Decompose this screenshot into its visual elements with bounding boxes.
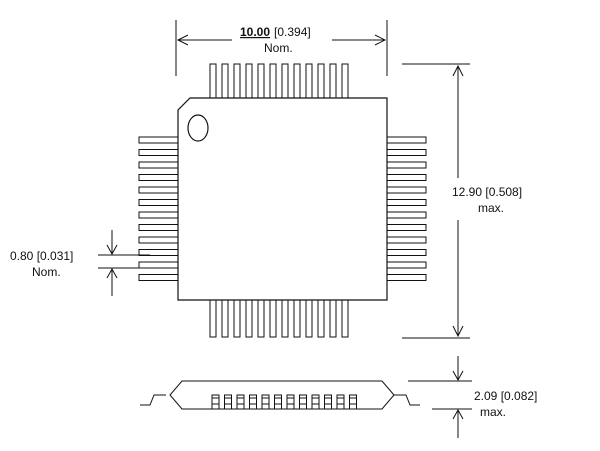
right-pin xyxy=(385,249,427,256)
pitch-value: 0.80 [0.031] xyxy=(10,249,73,263)
thickness-arrow-top xyxy=(452,370,464,382)
width-arrow-right xyxy=(374,34,387,46)
top-pin xyxy=(257,63,265,100)
width-value: 10.00 xyxy=(240,25,270,39)
right-pin xyxy=(385,211,427,219)
left-pin xyxy=(138,186,180,194)
bottom-pin xyxy=(293,298,301,338)
left-pin xyxy=(138,149,180,156)
side-pin-tip xyxy=(261,397,270,405)
bottom-pin xyxy=(209,298,217,338)
right-pin xyxy=(385,174,427,181)
left-pin xyxy=(138,224,180,231)
top-pin xyxy=(281,63,289,100)
side-lead-left xyxy=(140,394,166,406)
right-pin xyxy=(385,149,427,156)
bottom-pin xyxy=(305,298,313,338)
left-pin xyxy=(138,261,180,269)
side-pin-tip xyxy=(274,397,282,405)
top-pin xyxy=(305,63,313,100)
top-pin xyxy=(269,63,277,100)
top-pin xyxy=(221,63,229,100)
width-note: Nom. xyxy=(264,41,293,55)
top-pin xyxy=(293,63,301,100)
side-pin-tip xyxy=(211,397,220,405)
thickness-value: 2.09 [0.082] xyxy=(474,389,537,403)
top-pin xyxy=(341,63,349,100)
right-pin xyxy=(385,199,427,206)
left-pin xyxy=(138,174,180,181)
top-pin xyxy=(317,63,325,100)
thickness-arrow-bottom xyxy=(452,408,464,420)
height-dimension xyxy=(402,63,470,339)
left-pin xyxy=(138,236,180,244)
pitch-arrow-top xyxy=(106,244,118,256)
side-pin-tip xyxy=(324,397,332,405)
bottom-pin xyxy=(341,298,349,338)
left-pin xyxy=(138,199,180,206)
right-pin xyxy=(385,236,427,244)
bottom-pin xyxy=(281,298,289,338)
width-inch: [0.394] xyxy=(274,25,311,39)
bottom-pin xyxy=(221,298,229,338)
bottom-pin xyxy=(269,298,277,338)
height-note: max. xyxy=(478,201,504,215)
side-pin-tip xyxy=(311,397,320,405)
thickness-note: max. xyxy=(480,405,506,419)
side-pin-group xyxy=(211,394,357,410)
side-pin-tip xyxy=(349,397,357,405)
bottom-pin xyxy=(233,298,241,338)
top-pin xyxy=(209,63,217,100)
right-pin xyxy=(385,261,427,269)
width-label: 10.00 [0.394] xyxy=(240,25,311,39)
side-lead-right xyxy=(394,394,420,406)
side-pin-tip xyxy=(236,397,245,405)
top-pin xyxy=(233,63,241,100)
right-pin xyxy=(385,161,427,169)
pitch-dimension xyxy=(98,230,150,296)
height-value: 12.90 [0.508] xyxy=(452,185,522,199)
bottom-pin xyxy=(245,298,253,338)
package-body xyxy=(177,97,388,301)
top-pin xyxy=(329,63,337,100)
left-pin xyxy=(138,161,180,169)
side-pin-tip xyxy=(336,397,345,405)
right-pin xyxy=(385,136,427,144)
width-dimension xyxy=(175,20,388,76)
right-pin xyxy=(385,224,427,231)
left-pin xyxy=(138,274,180,281)
side-pin-tip xyxy=(286,397,295,405)
height-arrow-top xyxy=(452,64,464,77)
bottom-pin xyxy=(317,298,325,338)
pitch-arrow-bottom xyxy=(106,267,118,279)
bottom-pin xyxy=(257,298,265,338)
height-arrow-bottom xyxy=(452,325,464,338)
right-pin xyxy=(385,186,427,194)
right-pin xyxy=(385,274,427,281)
thickness-dimension xyxy=(408,356,472,438)
side-pin-tip xyxy=(224,397,232,405)
bottom-pin xyxy=(329,298,337,338)
side-pin-tip xyxy=(299,397,307,405)
pin1-marker xyxy=(187,114,209,142)
pin-group xyxy=(138,63,427,338)
left-pin xyxy=(138,211,180,219)
top-pin xyxy=(245,63,253,100)
pitch-note: Nom. xyxy=(32,265,61,279)
left-pin xyxy=(138,136,180,144)
side-pin-tip xyxy=(249,397,257,405)
width-arrow-left xyxy=(176,34,189,46)
